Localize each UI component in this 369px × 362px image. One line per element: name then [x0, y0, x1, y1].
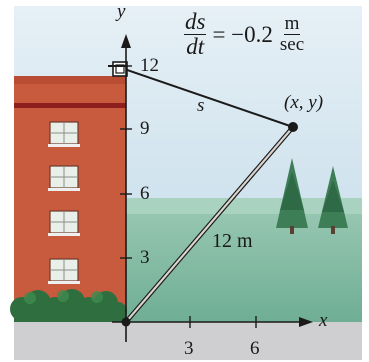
- rate-equation: ds dt = −0.2 m sec: [184, 9, 305, 60]
- rope-segment-s: [126, 69, 294, 128]
- x-axis-ticks: [189, 316, 257, 328]
- rope-label-s: s: [197, 95, 205, 116]
- tree-left: [276, 158, 308, 234]
- y-axis-label: y: [117, 1, 126, 22]
- window-sills: [48, 144, 80, 284]
- roof-stripe: [14, 103, 126, 108]
- point-label: (x, y): [284, 92, 324, 113]
- rate-value: = −0.2: [212, 22, 273, 48]
- y-tick-label-9: 9: [140, 118, 150, 139]
- ground-strip: [14, 322, 362, 360]
- building: [14, 76, 126, 322]
- tree-right: [318, 166, 348, 234]
- dt-denominator: dt: [186, 34, 205, 60]
- unit-seconds: sec: [279, 34, 305, 56]
- x-axis-arrow: [299, 317, 313, 327]
- unit-fraction: m sec: [279, 14, 305, 55]
- unit-meters: m: [283, 13, 301, 36]
- x-tick-label-6: 6: [250, 338, 260, 359]
- ds-numerator: ds: [184, 9, 207, 36]
- ds-dt-fraction: ds dt: [184, 9, 207, 60]
- ladder-top-point: [288, 122, 298, 132]
- ladder-base-point: [121, 317, 131, 327]
- ladder-length-label: 12 m: [212, 230, 253, 252]
- x-axis-label: x: [319, 310, 328, 331]
- y-axis-ticks: [120, 65, 132, 259]
- y-tick-label-6: 6: [140, 183, 150, 204]
- x-tick-label-3: 3: [184, 338, 194, 359]
- y-tick-label-3: 3: [140, 247, 150, 268]
- y-axis-arrow: [121, 34, 131, 48]
- y-tick-label-12: 12: [140, 55, 159, 76]
